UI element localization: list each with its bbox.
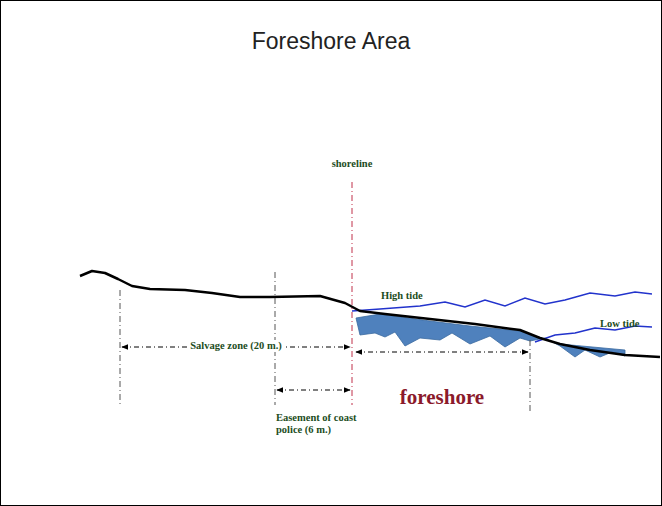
tide-label: Low tide — [600, 318, 639, 330]
ground-profile — [80, 271, 660, 357]
tide-label: High tide — [381, 290, 423, 302]
foreshore-dimension — [356, 352, 528, 353]
extension-line — [275, 272, 276, 405]
dimension-label: Salvage zone (20 m.) — [188, 340, 284, 352]
zone-label: foreshore — [400, 385, 484, 409]
dimension-label: Easement of coast police (6 m.) — [276, 412, 368, 436]
sea-water — [356, 314, 625, 357]
extension-line — [530, 340, 531, 412]
diagram-title: Foreshore Area — [252, 28, 411, 54]
easement-dimension — [277, 390, 350, 391]
shoreline-line — [352, 182, 353, 405]
extension-line — [120, 290, 121, 405]
shoreline-label: shoreline — [332, 158, 373, 170]
